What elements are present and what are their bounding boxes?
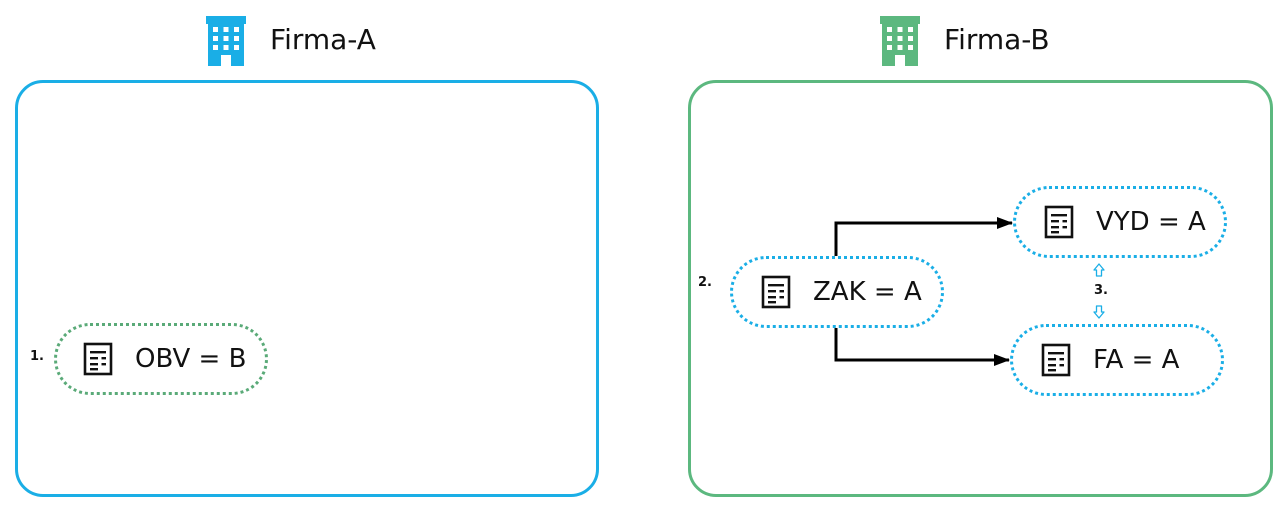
step-number: 3.: [1094, 283, 1108, 298]
document-label: FA = A: [1093, 345, 1180, 375]
company-header-firma-a: Firma-A: [198, 12, 376, 68]
step-number: 2.: [698, 275, 712, 290]
document-label: VYD = A: [1096, 207, 1206, 237]
company-name: Firma-B: [944, 23, 1050, 56]
document-node-obv[interactable]: OBV = B: [54, 323, 268, 395]
company-panel-firma-a: [15, 80, 599, 497]
document-icon: [1044, 205, 1074, 239]
document-label: ZAK = A: [813, 277, 922, 307]
document-node-fa[interactable]: FA = A: [1010, 324, 1224, 396]
step-number: 1.: [30, 349, 44, 364]
company-panel-firma-b: [688, 80, 1273, 497]
building-icon: [206, 16, 246, 66]
document-icon: [761, 275, 791, 309]
document-node-zak[interactable]: ZAK = A: [730, 256, 944, 328]
building-icon: [880, 16, 920, 66]
document-node-vyd[interactable]: VYD = A: [1013, 186, 1227, 258]
company-name: Firma-A: [270, 23, 376, 56]
document-label: OBV = B: [135, 344, 247, 374]
company-header-firma-b: Firma-B: [872, 12, 1050, 68]
document-icon: [1041, 343, 1071, 377]
document-icon: [83, 342, 113, 376]
